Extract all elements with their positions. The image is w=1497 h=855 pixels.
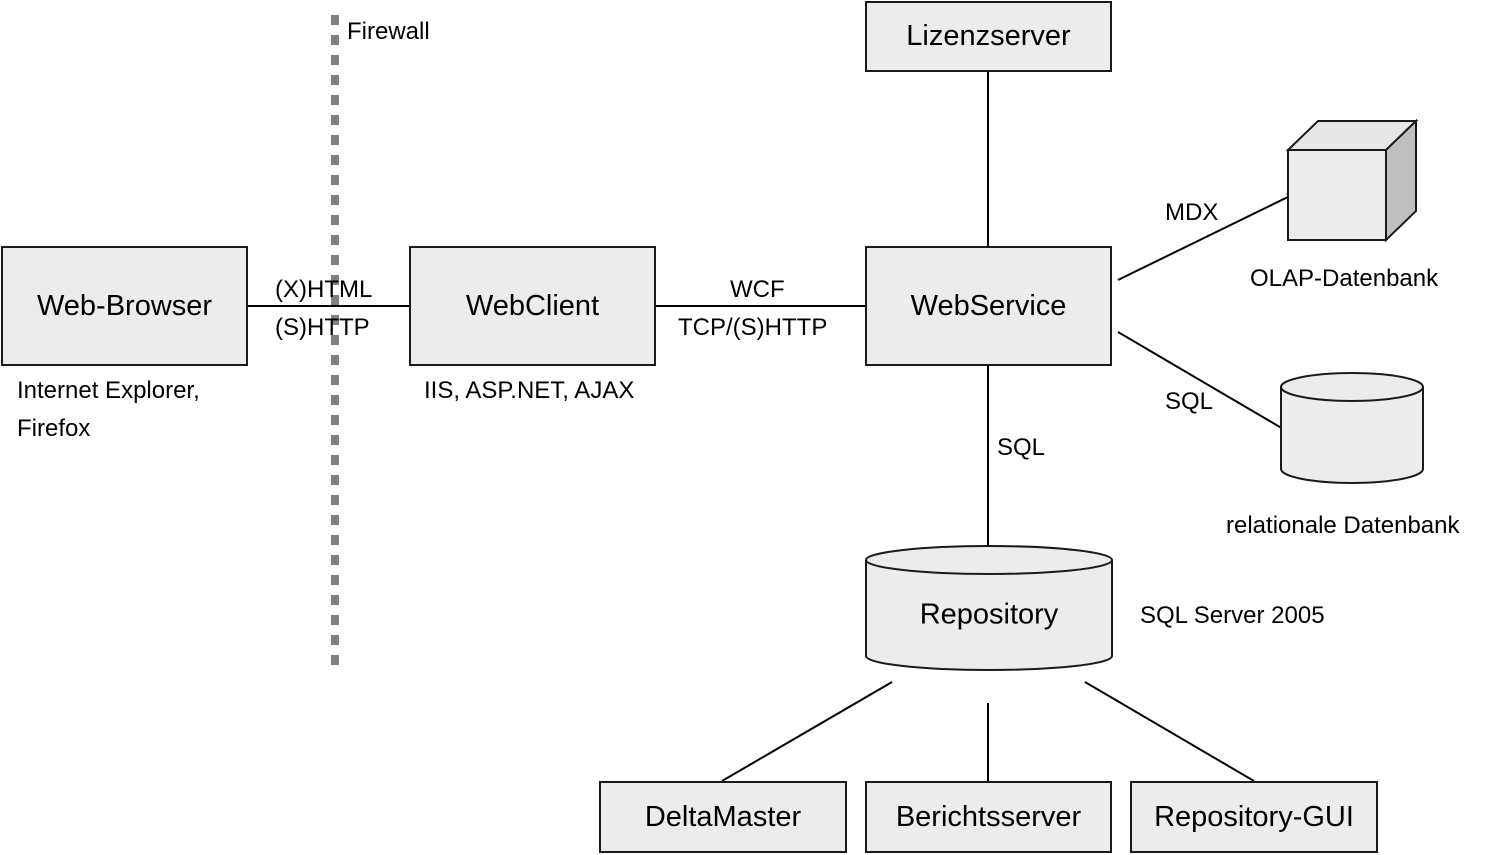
berichtsserver-box: Berichtsserver — [865, 781, 1112, 853]
lizenzserver-label: Lizenzserver — [906, 20, 1071, 52]
edge-repository-gui — [1084, 681, 1255, 782]
webclient-label: WebClient — [465, 289, 600, 322]
web-browser-sub2: Firefox — [17, 415, 91, 442]
web-browser-sub1: Internet Explorer, — [17, 377, 200, 404]
firewall-label: Firewall — [347, 18, 430, 45]
olap-caption: OLAP-Datenbank — [1250, 265, 1439, 292]
olap-cube-icon — [1285, 118, 1419, 243]
deltamaster-label: DeltaMaster — [644, 800, 802, 833]
edge-label-shttp: (S)HTTP — [275, 314, 370, 341]
web-browser-label: Web-Browser — [36, 289, 213, 322]
webservice-box: WebService — [865, 246, 1112, 366]
edge-label-mdx: MDX — [1165, 199, 1219, 226]
edge-repository-deltamaster — [721, 681, 893, 782]
berichtsserver-label: Berichtsserver — [895, 800, 1082, 833]
repository-cylinder-icon — [865, 545, 1113, 671]
relational-db-cylinder-icon — [1280, 372, 1424, 484]
repository-gui-label: Repository-GUI — [1154, 800, 1354, 833]
webclient-sub: IIS, ASP.NET, AJAX — [424, 377, 635, 404]
edge-label-tcp-shttp: TCP/(S)HTTP — [678, 314, 828, 341]
edge-label-sql-repository: SQL — [997, 434, 1046, 461]
edge-label-sql-relational: SQL — [1165, 388, 1214, 415]
lizenzserver-box: Lizenzserver — [865, 1, 1112, 72]
edge-label-xhtml: (X)HTML — [275, 276, 373, 303]
edge-webservice-relational — [1117, 331, 1291, 434]
repository-caption: SQL Server 2005 — [1140, 602, 1325, 629]
relational-caption: relationale Datenbank — [1226, 512, 1460, 539]
repository-label: Repository — [919, 598, 1059, 631]
web-browser-box: Web-Browser — [1, 246, 248, 366]
webclient-box: WebClient — [409, 246, 656, 366]
repository-gui-box: Repository-GUI — [1130, 781, 1378, 853]
edge-webservice-olap — [1117, 192, 1297, 281]
webservice-label: WebService — [910, 289, 1067, 322]
deltamaster-box: DeltaMaster — [599, 781, 847, 853]
edge-label-wcf: WCF — [730, 276, 785, 303]
